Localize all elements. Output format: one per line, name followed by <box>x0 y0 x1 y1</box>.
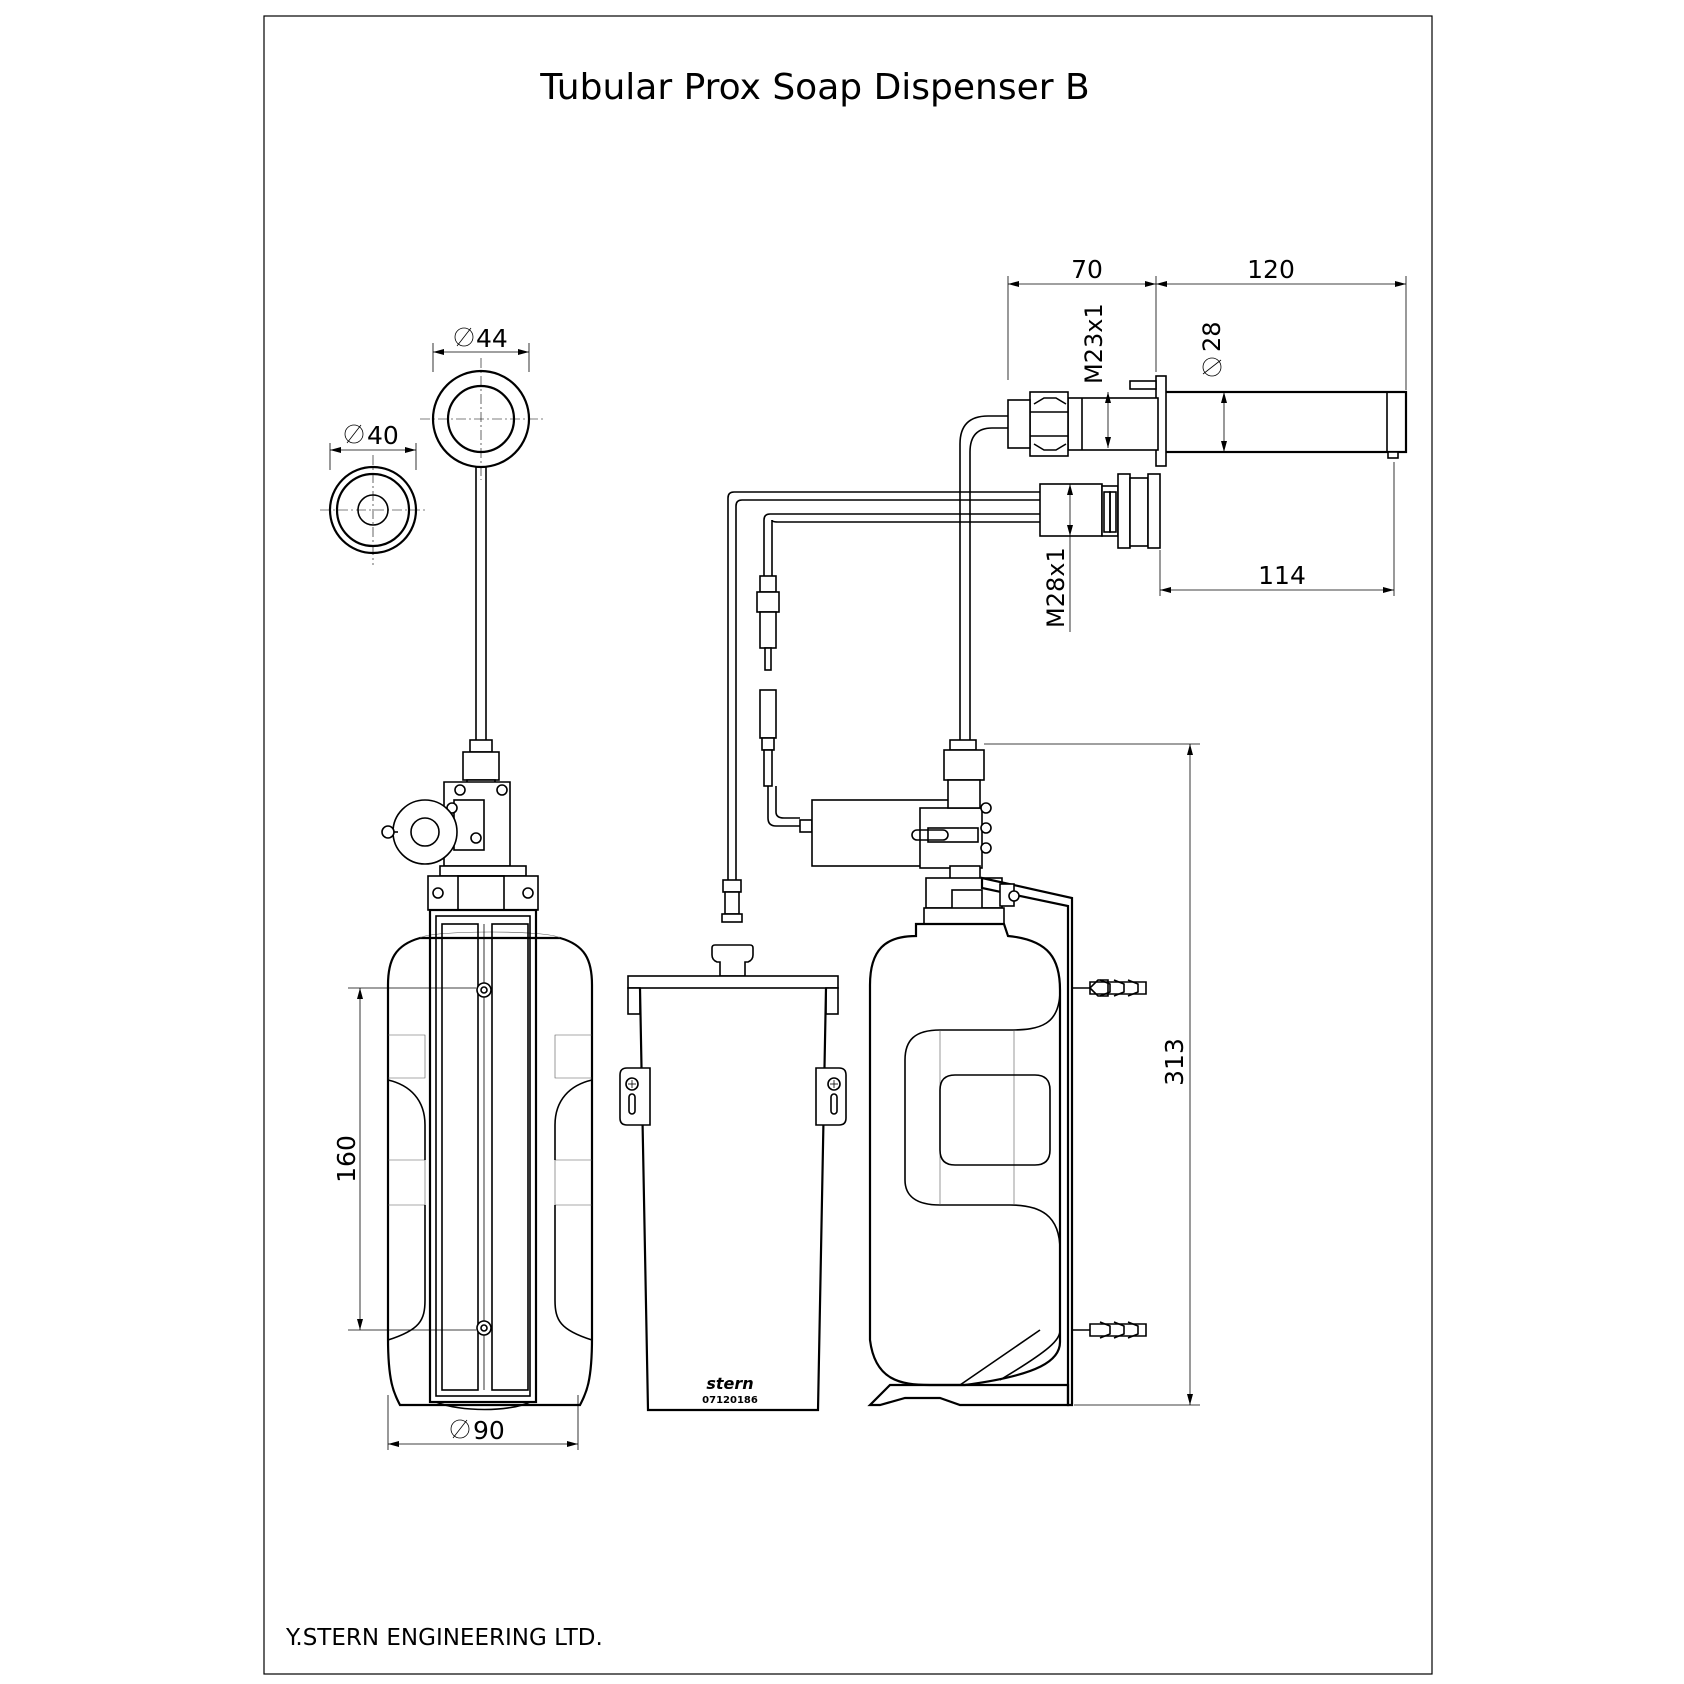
dia40-label: 40 <box>367 421 399 450</box>
dim-114-label: 114 <box>1258 561 1306 590</box>
dim-dia28: 28 <box>1198 321 1227 452</box>
spout <box>959 375 1408 742</box>
container-brand: stern <box>706 1374 753 1393</box>
dim-m23: M23x1 <box>1080 303 1111 448</box>
dim-313-label: 313 <box>1160 1038 1189 1086</box>
soap-container: stern 07120186 <box>619 491 1030 1412</box>
dim-m28: M28x1 <box>1042 484 1073 632</box>
drawing-frame <box>263 15 1433 1675</box>
drawing-title: Tubular Prox Soap Dispenser B <box>539 67 1089 108</box>
sensor-head-top-view <box>420 358 544 480</box>
dim-313: 313 <box>984 743 1200 1406</box>
m23-label: M23x1 <box>1080 303 1108 384</box>
dim-70-120: 70 120 <box>1007 255 1407 390</box>
dim-120-label: 120 <box>1247 255 1295 284</box>
company-name: Y.STERN ENGINEERING LTD. <box>285 1625 603 1651</box>
dia44-label: 44 <box>476 324 508 353</box>
container-code: 07120186 <box>702 1395 758 1406</box>
dim-dia44: 44 <box>432 324 530 372</box>
dia90-label: 90 <box>473 1416 505 1445</box>
dia28-label: 28 <box>1198 321 1226 352</box>
dim-dia40: 40 <box>329 421 417 470</box>
side-view: 44 40 <box>320 324 594 1450</box>
dim-160-label: 160 <box>332 1135 361 1183</box>
nipple-bottom <box>1072 1321 1147 1339</box>
nozzle-top-view <box>320 455 428 565</box>
dim-114: 114 <box>1159 462 1395 596</box>
mount-body <box>1030 473 1161 549</box>
m28-label: M28x1 <box>1042 547 1070 628</box>
dim-70-label: 70 <box>1071 255 1103 284</box>
nipple-top <box>1072 979 1147 997</box>
dim-dia90: 90 <box>387 1395 579 1450</box>
dim-160: 160 <box>332 987 476 1331</box>
front-view <box>756 375 1408 1407</box>
